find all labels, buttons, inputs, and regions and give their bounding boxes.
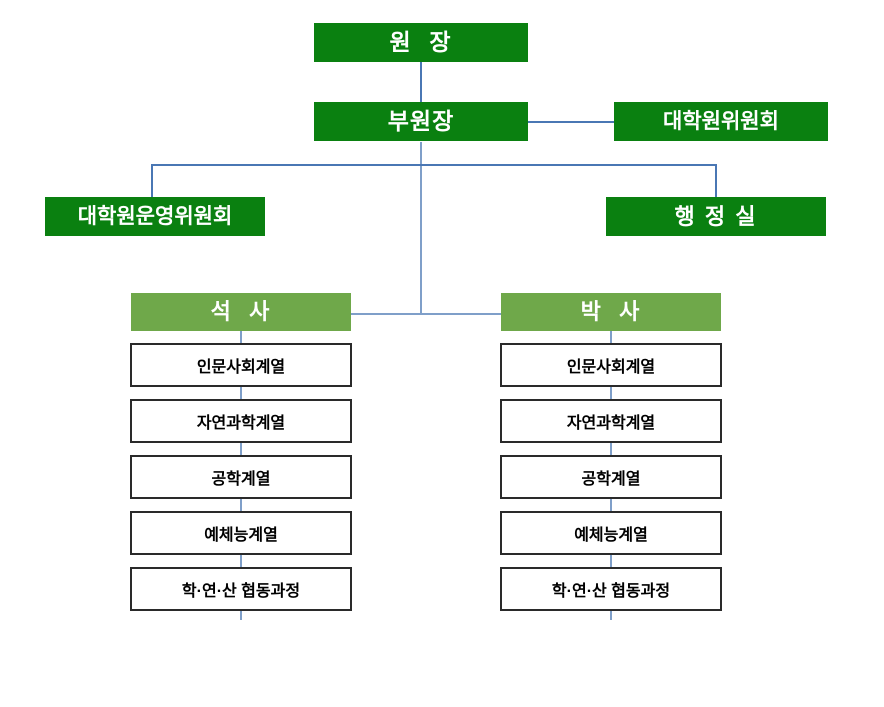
doctorate-program-item[interactable]: 학·연·산 협동과정 — [500, 567, 722, 611]
masters-program-item[interactable]: 자연과학계열 — [130, 399, 352, 443]
doctorate-program-item[interactable]: 공학계열 — [500, 455, 722, 499]
connector-director-to-vice — [420, 62, 422, 102]
masters-program-item[interactable]: 인문사회계열 — [130, 343, 352, 387]
node-vice-director[interactable]: 부원장 — [314, 102, 528, 141]
node-administration-office[interactable]: 행 정 실 — [606, 197, 826, 236]
doctorate-program-item[interactable]: 자연과학계열 — [500, 399, 722, 443]
node-graduate-committee[interactable]: 대학원위원회 — [614, 102, 828, 141]
masters-program-item[interactable]: 예체능계열 — [130, 511, 352, 555]
node-director[interactable]: 원 장 — [314, 23, 528, 62]
connector-branch-bar — [151, 164, 717, 166]
node-masters[interactable]: 석 사 — [131, 293, 351, 331]
node-operating-committee[interactable]: 대학원운영위원회 — [45, 197, 265, 236]
connector-masters-doctorate-bar — [351, 313, 501, 315]
doctorate-program-item[interactable]: 예체능계열 — [500, 511, 722, 555]
masters-program-item[interactable]: 공학계열 — [130, 455, 352, 499]
connector-vice-to-graduate-committee — [528, 121, 616, 123]
masters-program-item[interactable]: 학·연·산 협동과정 — [130, 567, 352, 611]
connector-vice-trunk — [420, 142, 422, 314]
node-doctorate[interactable]: 박 사 — [501, 293, 721, 331]
connector-branch-to-administration — [715, 164, 717, 197]
doctorate-program-item[interactable]: 인문사회계열 — [500, 343, 722, 387]
connector-branch-to-operating-committee — [151, 164, 153, 197]
